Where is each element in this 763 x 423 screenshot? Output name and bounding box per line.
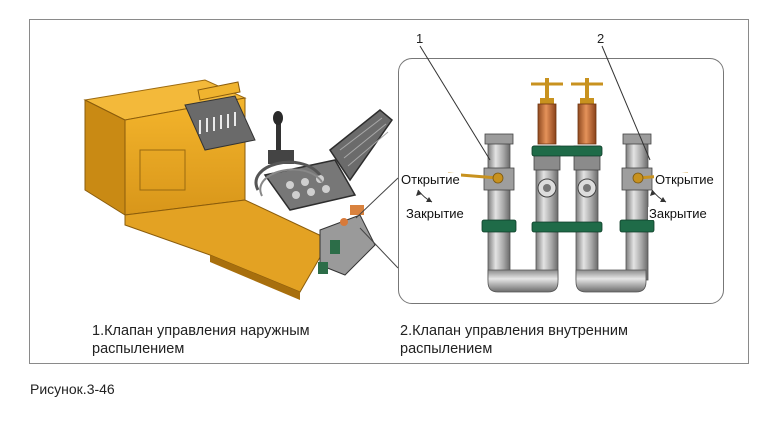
caption-1-line-2: распылением <box>92 341 185 357</box>
caption-internal-spray-valve: 2.Клапан управления внутренним распылени… <box>400 322 628 358</box>
caption-1-line-1: 1.Клапан управления наружным <box>92 323 310 339</box>
callout-number-1: 1 <box>416 31 424 46</box>
valve-assembly-illustration <box>416 45 689 293</box>
callout-number-2: 2 <box>597 31 605 46</box>
drill-machine-illustration <box>83 79 399 300</box>
open-label-right: Открытие <box>654 172 715 187</box>
close-label-right: Закрытие <box>648 206 708 221</box>
figure-number: Рисунок.3-46 <box>30 381 115 397</box>
open-label-left: Открытие <box>400 172 461 187</box>
close-label-left: Закрытие <box>405 206 465 221</box>
caption-external-spray-valve: 1.Клапан управления наружным распылением <box>92 322 310 358</box>
caption-2-line-2: распылением <box>400 341 493 357</box>
caption-2-line-1: 2.Клапан управления внутренним <box>400 323 628 339</box>
